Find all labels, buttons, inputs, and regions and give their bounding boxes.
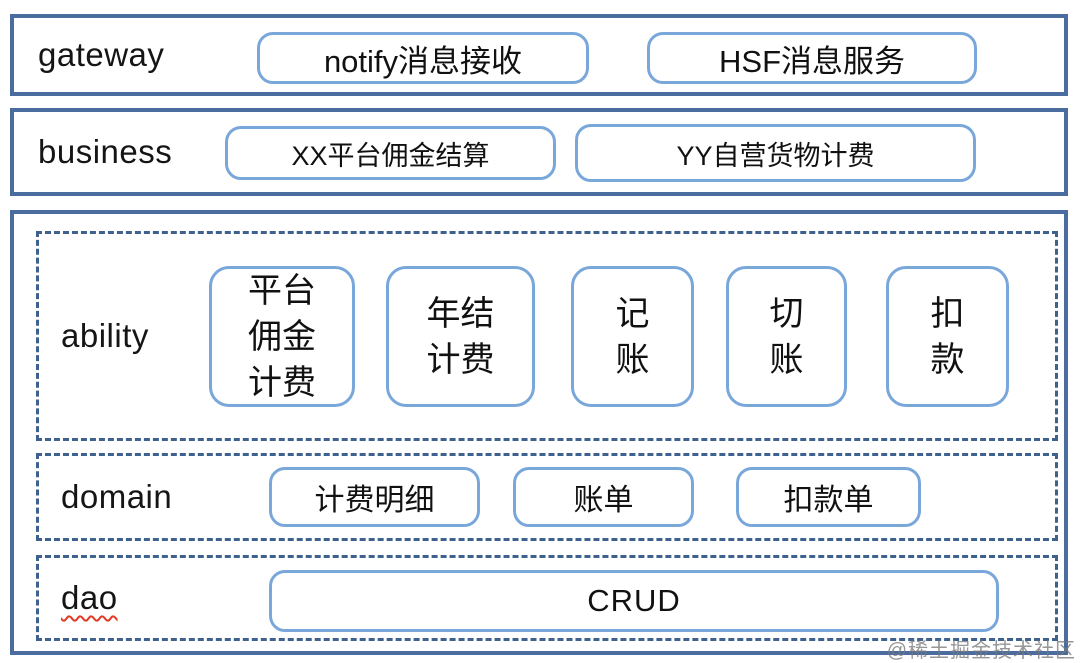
node-label: 记 账 [615,294,650,379]
ability-layer: ability 平台 佣金 计费 年结 计费 记 账 切 账 扣 款 [36,231,1058,441]
node-label: XX平台佣金结算 [291,140,490,171]
node-bill: 账单 [513,467,694,527]
domain-layer: domain 计费明细 账单 扣款单 [36,453,1058,541]
gateway-layer-label: gateway [38,36,165,73]
node-label: YY自营货物计费 [676,140,875,171]
node-bookkeeping: 记 账 [571,266,694,407]
node-label: 计费明细 [314,484,435,517]
node-label: 账单 [573,484,634,517]
domain-layer-label: domain [61,478,173,515]
node-deduction-order: 扣款单 [736,467,921,527]
node-year-end-billing: 年结 计费 [386,266,535,407]
dao-layer-label-text: dao [61,579,118,616]
node-label: 扣款单 [783,484,874,517]
node-label: 年结 计费 [426,294,495,379]
juejin-watermark: @稀土掘金技术社区 [886,640,1076,662]
node-hsf-message-service: HSF消息服务 [647,32,977,84]
node-label: CRUD [587,583,681,618]
node-switch-account: 切 账 [726,266,847,407]
dao-layer: dao CRUD [36,555,1058,641]
node-label: 平台 佣金 计费 [248,271,316,402]
node-billing-detail: 计费明细 [269,467,480,527]
business-layer-label: business [38,133,173,170]
ability-layer-label: ability [61,317,149,354]
gateway-layer: gateway notify消息接收 HSF消息服务 [10,14,1068,96]
node-yy-self-goods-billing: YY自营货物计费 [575,124,976,182]
node-label: 扣 款 [930,294,965,379]
node-platform-commission-billing: 平台 佣金 计费 [209,266,355,407]
node-label: HSF消息服务 [719,43,905,79]
node-crud: CRUD [269,570,999,632]
core-layers-frame: ability 平台 佣金 计费 年结 计费 记 账 切 账 扣 款 domai… [10,210,1068,655]
node-label: notify消息接收 [323,43,523,79]
node-deduction: 扣 款 [886,266,1009,407]
node-notify-message-receive: notify消息接收 [257,32,589,84]
dao-layer-label: dao [61,558,118,638]
node-xx-platform-commission-settlement: XX平台佣金结算 [225,126,556,180]
business-layer: business XX平台佣金结算 YY自营货物计费 [10,108,1068,196]
node-label: 切 账 [769,294,804,379]
